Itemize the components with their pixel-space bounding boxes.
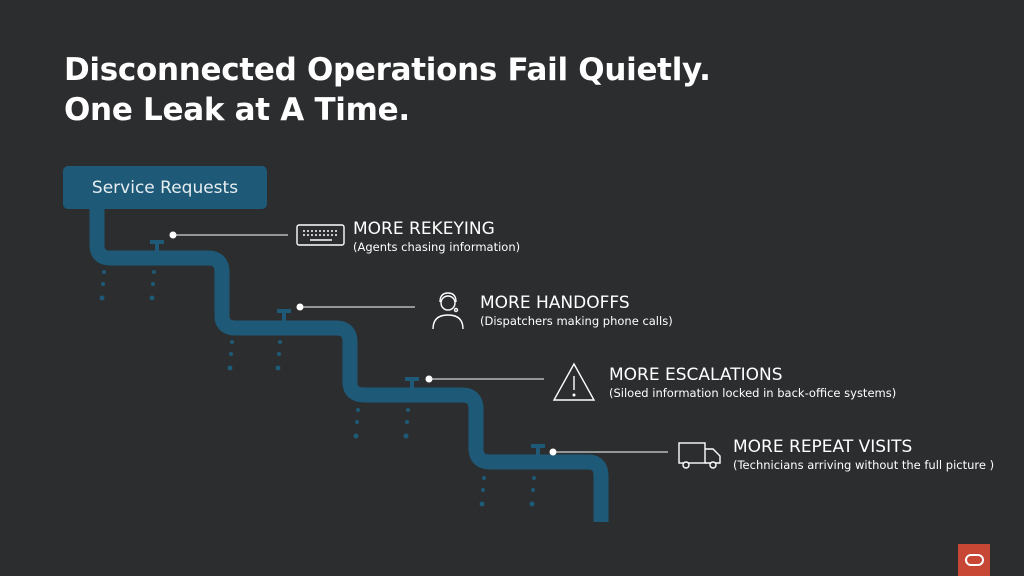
callout-rekeying: MORE REKEYING (Agents chasing informatio… — [353, 219, 521, 254]
keyboard-icon — [296, 224, 345, 246]
callout-repeat-visits: MORE REPEAT VISITS (Technicians arriving… — [733, 437, 995, 472]
warning-icon — [552, 362, 596, 401]
pipe — [89, 205, 609, 522]
headset-user-icon — [432, 292, 464, 330]
callout-escalations: MORE ESCALATIONS (Siloed information loc… — [609, 365, 897, 400]
callout-lines — [169, 231, 668, 456]
oracle-o-icon — [964, 554, 984, 566]
service-requests-box: Service Requests — [63, 166, 267, 209]
oracle-logo — [958, 544, 990, 576]
truck-icon — [678, 442, 721, 469]
leak-drops — [99, 270, 536, 507]
callout-handoffs: MORE HANDOFFS (Dispatchers making phone … — [480, 293, 673, 328]
page-title: Disconnected Operations Fail Quietly. On… — [64, 52, 711, 128]
valves — [150, 240, 545, 458]
